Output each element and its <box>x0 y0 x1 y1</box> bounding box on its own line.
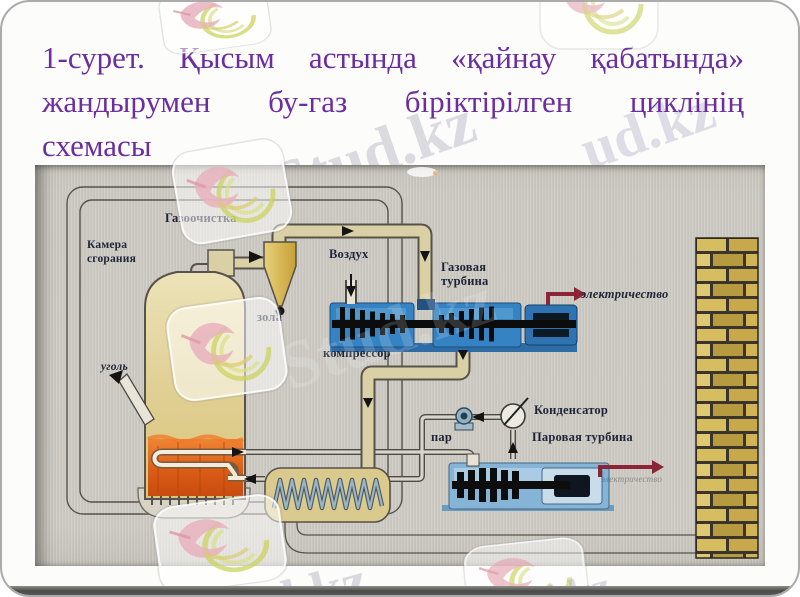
flow-arrows <box>232 226 518 484</box>
condenser-gauge <box>500 397 529 429</box>
label-combustion-chamber: Камера сгорания <box>87 239 137 265</box>
title-line-1: 1-сурет. Қысым астында «қайнау қабатында… <box>42 40 744 75</box>
label-steam: пар <box>431 430 453 444</box>
label-compressor: компрессор <box>323 346 391 360</box>
label-gas-turbine: Газовая турбина <box>441 260 489 288</box>
label-steam-turbine: Паровая турбина <box>532 430 633 444</box>
gas-turbine-set <box>329 274 578 352</box>
label-electricity: электричество <box>581 287 669 301</box>
photo-glare <box>407 167 437 177</box>
label-ash: зола <box>257 310 283 324</box>
cyclone-separator <box>249 241 297 316</box>
label-condenser: Конденсатор <box>534 403 608 417</box>
feed-pump <box>454 407 474 431</box>
chimney <box>695 237 759 559</box>
electricity-arrows <box>546 287 664 477</box>
label-coal: уголь <box>101 361 128 373</box>
title-line-2: жандырумен бу-газ біріктірілген циклінің <box>42 84 744 119</box>
title-line-3: схемасы <box>42 128 152 163</box>
steam-turbine-set <box>442 453 614 511</box>
label-air: Воздух <box>329 247 369 261</box>
slide-title: 1-сурет. Қысым астында «қайнау қабатында… <box>42 36 744 168</box>
economizer <box>264 467 391 523</box>
diagram-svg <box>66 167 759 559</box>
diagram-photo: Газоочистка Камера сгорания зола уголь В… <box>35 165 765 566</box>
label-electricity-faint: электричество <box>601 474 663 484</box>
slide-bottom-edge <box>2 586 798 595</box>
combustion-vessel <box>109 249 251 519</box>
label-gas-cleaning: Газоочистка <box>165 211 237 225</box>
